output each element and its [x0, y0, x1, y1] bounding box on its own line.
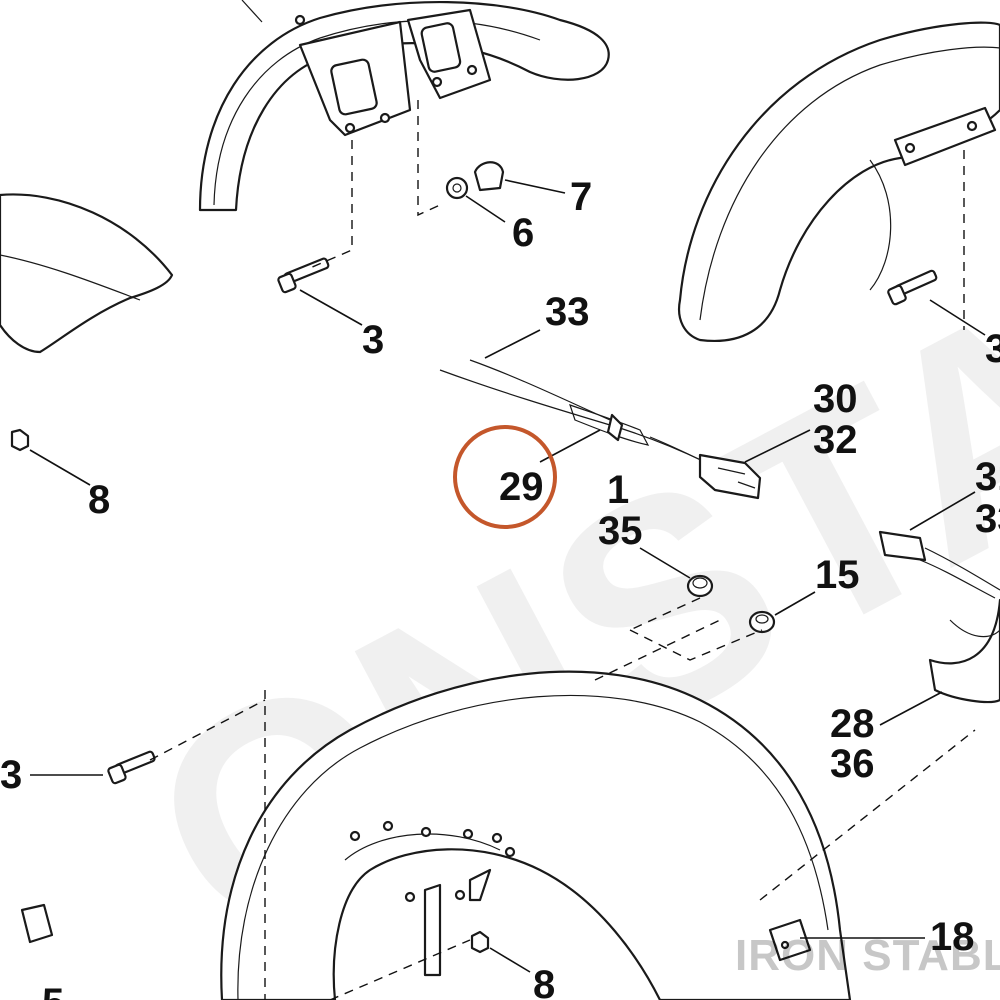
bolt-3-right — [887, 269, 938, 306]
fender-top-center — [198, 0, 610, 212]
callout-8-left: 8 — [88, 478, 110, 522]
callout-5: 5 — [42, 981, 64, 1000]
washer-6 — [445, 176, 469, 200]
highlight-circle — [453, 425, 557, 529]
nut-8-bottom — [470, 930, 490, 954]
wiring-harness — [439, 359, 762, 500]
callout-32: 32 — [813, 418, 858, 462]
fender-left — [0, 193, 174, 354]
callout-3-top: 3 — [362, 318, 384, 362]
callout-7: 7 — [570, 175, 592, 219]
watermark-text: IRON STABLE — [735, 931, 1000, 980]
acorn-nut-7 — [473, 161, 505, 192]
leader-lines — [29, 179, 986, 973]
callout-15: 15 — [815, 553, 860, 597]
connector-right — [878, 530, 1000, 599]
callout-8-bottom: 8 — [533, 963, 555, 1000]
callout-6: 6 — [512, 211, 534, 255]
callout-3-bottom: 3 — [0, 753, 22, 797]
callout-30: 30 — [813, 377, 858, 421]
callout-29: 29 — [499, 465, 544, 509]
fender-bottom-main — [220, 670, 852, 1000]
callout-36: 36 — [830, 742, 875, 786]
callout-1: 1 — [607, 468, 629, 512]
callout-33-right: 33 — [975, 497, 1000, 541]
callout-labels: 7 6 3 33 3 30 32 29 8 1 35 31 33 15 28 3… — [0, 175, 1000, 1000]
fender-right — [677, 21, 1000, 342]
callout-3-right: 3 — [985, 327, 1000, 371]
clip-left-bottom — [20, 903, 54, 944]
grommet-15 — [748, 610, 776, 634]
nut-8-left — [10, 428, 30, 452]
assembly-lines — [149, 100, 976, 1000]
grommet-1-35 — [686, 574, 714, 598]
callout-31: 31 — [975, 455, 1000, 499]
bolt-3-bottom — [107, 750, 156, 785]
callout-28: 28 — [830, 702, 875, 746]
bolt-3-top — [277, 257, 330, 294]
callout-35: 35 — [598, 509, 643, 553]
callout-18: 18 — [930, 915, 975, 959]
callout-33-top: 33 — [545, 290, 590, 334]
